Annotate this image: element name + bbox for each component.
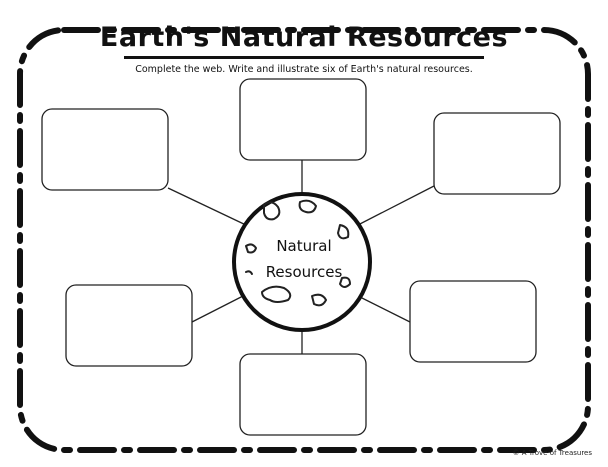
answer-box-top[interactable] xyxy=(240,79,366,160)
copyright-notice: © A Trove of Treasures xyxy=(513,449,592,457)
answer-box-bottom[interactable] xyxy=(240,354,366,435)
answer-box-top-left[interactable] xyxy=(42,109,168,190)
connector-bottom-right xyxy=(356,295,410,322)
title-underline xyxy=(124,56,484,59)
connector-top-left xyxy=(168,188,248,226)
worksheet-instructions: Complete the web. Write and illustrate s… xyxy=(0,64,608,75)
center-label-line2: Resources xyxy=(234,259,374,285)
answer-box-top-right[interactable] xyxy=(434,113,560,194)
answer-box-bottom-left[interactable] xyxy=(66,285,192,366)
answer-box-bottom-right[interactable] xyxy=(410,281,536,362)
connector-bottom-left xyxy=(192,295,245,322)
center-label-line1: Natural xyxy=(234,233,374,259)
connector-top-right xyxy=(356,186,434,226)
worksheet-title: Earth's Natural Resources xyxy=(0,22,608,53)
